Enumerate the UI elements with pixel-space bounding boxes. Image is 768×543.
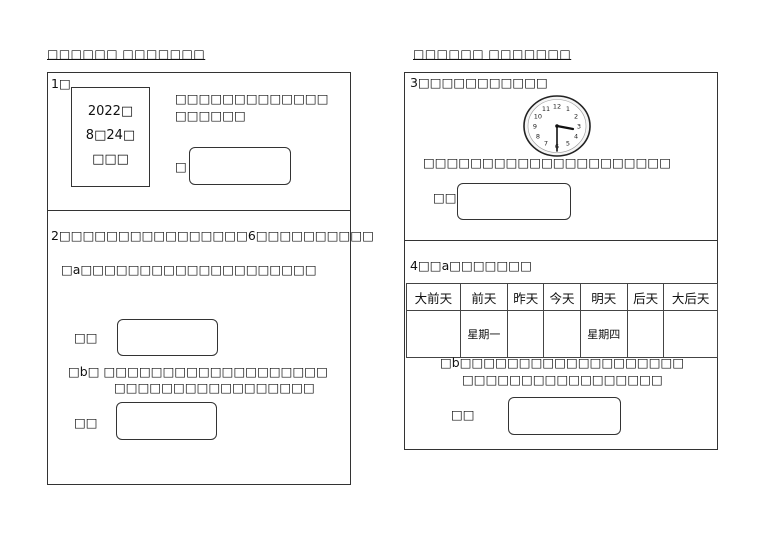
date-card: 2022□ 8□24□ □□□ — [71, 87, 150, 187]
clock-numeral: 3 — [577, 122, 581, 130]
question-1-text-line2: □□□□□□ — [175, 108, 246, 123]
left-section-header: □□□□□□ □□□□□□□ — [47, 47, 206, 61]
question-4b-answer-label: □□ — [451, 407, 475, 422]
question-2a-text: □a□□□□□□□□□□□□□□□□□□□□ — [61, 262, 317, 277]
question-3-panel: 3□□□□□□□□□□□ 121234567891011 □□□□□□□□□□□… — [404, 72, 718, 241]
question-3-answer-box[interactable] — [457, 183, 571, 220]
date-month-day: 8□24□ — [85, 128, 136, 143]
question-2b-answer-label: □□ — [74, 415, 98, 430]
question-1-answer-box[interactable] — [189, 147, 291, 185]
clock-numeral: 4 — [574, 132, 578, 140]
question-3-title: 3□□□□□□□□□□□ — [410, 75, 548, 90]
table-header-cell: 大后天 — [663, 283, 718, 311]
date-year: 2022□ — [87, 104, 134, 119]
clock-numeral: 12 — [553, 102, 561, 110]
question-4b-text-line1: □b□□□□□□□□□□□□□□□□□□□ — [440, 355, 685, 370]
table-cell[interactable] — [543, 310, 581, 358]
weekday-table-header-row: 大前天 前天 昨天 今天 明天 后天 大后天 — [406, 283, 718, 311]
question-2b-text-line2: □□□□□□□□□□□□□□□□□ — [114, 380, 315, 395]
clock-numeral: 1 — [566, 105, 570, 113]
clock-numeral: 2 — [574, 112, 578, 120]
clock-hour-hand — [555, 124, 575, 131]
table-cell[interactable] — [507, 310, 545, 358]
question-4b-answer-box[interactable] — [508, 397, 621, 435]
question-2-intro: 2□□□□□□□□□□□□□□□□6□□□□□□□□□□ — [51, 228, 374, 243]
clock-numeral: 8 — [536, 132, 540, 140]
clock-numeral: 5 — [566, 140, 570, 148]
question-4-title: 4□□a□□□□□□□ — [410, 258, 532, 273]
question-3-text: □□□□□□□□□□□□□□□□□□□□□ — [423, 155, 672, 170]
question-4b-text-line2: □□□□□□□□□□□□□□□□□ — [462, 372, 663, 387]
question-3-answer-label: □□ — [433, 190, 457, 205]
clock-numeral: 10 — [534, 112, 542, 120]
question-4-panel: 4□□a□□□□□□□ 大前天 前天 昨天 今天 明天 后天 大后天 星期一 星… — [404, 240, 718, 450]
right-section-header: □□□□□□ □□□□□□□ — [413, 47, 572, 61]
table-cell[interactable] — [406, 310, 461, 358]
clock-numeral: 11 — [542, 105, 550, 113]
question-2b-text-line1: □b□ □□□□□□□□□□□□□□□□□□□ — [68, 364, 328, 379]
question-1-text-line1: □□□□□□□□□□□□□ — [175, 91, 329, 106]
table-cell: 星期四 — [579, 310, 629, 358]
question-2-panel: 2□□□□□□□□□□□□□□□□6□□□□□□□□□□ □a□□□□□□□□□… — [47, 210, 374, 485]
question-2a-answer-box[interactable] — [117, 319, 218, 356]
clock-numeral: 9 — [533, 122, 537, 130]
table-header-cell: 前天 — [459, 283, 509, 311]
table-cell[interactable] — [663, 310, 718, 358]
question-1-panel: 1□ 2022□ 8□24□ □□□ □□□□□□□□□□□□□ □□□□□□ … — [47, 72, 351, 211]
table-header-cell: 明天 — [579, 283, 629, 311]
question-1-number: 1□ — [51, 76, 71, 91]
question-2b-answer-box[interactable] — [116, 402, 217, 440]
question-1-answer-label: □ — [175, 159, 187, 174]
table-header-cell: 今天 — [543, 283, 581, 311]
question-2a-answer-label: □□ — [74, 330, 98, 345]
clock-numeral: 7 — [544, 140, 548, 148]
clock-icon: 121234567891011 — [523, 95, 591, 157]
date-weekday: □□□ — [92, 152, 129, 167]
table-cell[interactable] — [626, 310, 665, 358]
table-cell: 星期一 — [459, 310, 509, 358]
weekday-table-row: 星期一 星期四 — [406, 310, 718, 358]
table-header-cell: 昨天 — [507, 283, 545, 311]
table-header-cell: 后天 — [626, 283, 665, 311]
table-header-cell: 大前天 — [406, 283, 461, 311]
weekday-table: 大前天 前天 昨天 今天 明天 后天 大后天 星期一 星期四 — [406, 283, 718, 358]
